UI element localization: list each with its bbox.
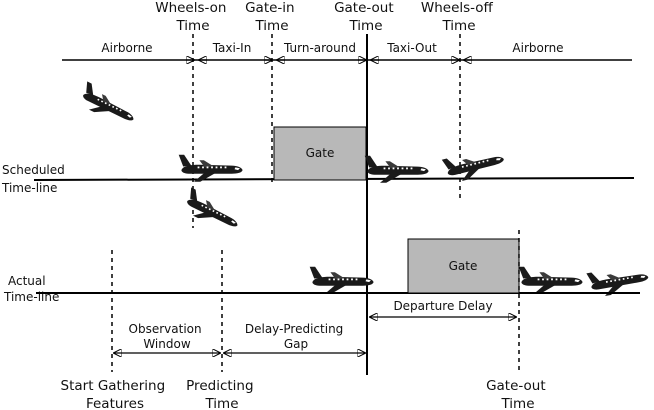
phase-turn-around: Turn-around bbox=[283, 41, 356, 55]
scheduled-gate-label: Gate bbox=[306, 146, 335, 160]
scheduled-timeline-label: Scheduled Time-line bbox=[1, 163, 69, 195]
airplane-icon bbox=[309, 266, 374, 294]
delay-predicting-gap-label: Delay-Predicting Gap bbox=[245, 322, 347, 351]
airplane-icon bbox=[518, 266, 583, 294]
predicting-time-label: Predicting Time bbox=[186, 378, 258, 410]
gate-out-time-label: Gate-out Time bbox=[334, 0, 398, 34]
scheduled-gate-box bbox=[273, 126, 367, 181]
departure-delay-label: Departure Delay bbox=[393, 299, 492, 313]
phase-taxi-in: Taxi-In bbox=[212, 41, 252, 55]
wheels-on-time-label: Wheels-on Time bbox=[155, 0, 231, 34]
gate-out-time-bottom-label: Gate-out Time bbox=[486, 378, 550, 410]
actual-timeline-label: Actual Time-line bbox=[3, 274, 59, 304]
airplane-icon bbox=[76, 81, 140, 130]
actual-gate-box bbox=[407, 238, 520, 294]
gate-in-time-label: Gate-in Time bbox=[245, 0, 299, 34]
observation-window-label: Observation Window bbox=[129, 322, 206, 351]
actual-gate-label: Gate bbox=[449, 259, 478, 273]
wheels-off-time-label: Wheels-off Time bbox=[421, 0, 497, 34]
phase-taxi-out: Taxi-Out bbox=[386, 41, 437, 55]
airplane-icon bbox=[180, 187, 244, 236]
airplane-icon bbox=[178, 154, 243, 182]
phase-airborne-right: Airborne bbox=[512, 41, 563, 55]
start-gathering-features-label: Start Gathering Features bbox=[61, 378, 170, 410]
phase-airborne-left: Airborne bbox=[101, 41, 152, 55]
